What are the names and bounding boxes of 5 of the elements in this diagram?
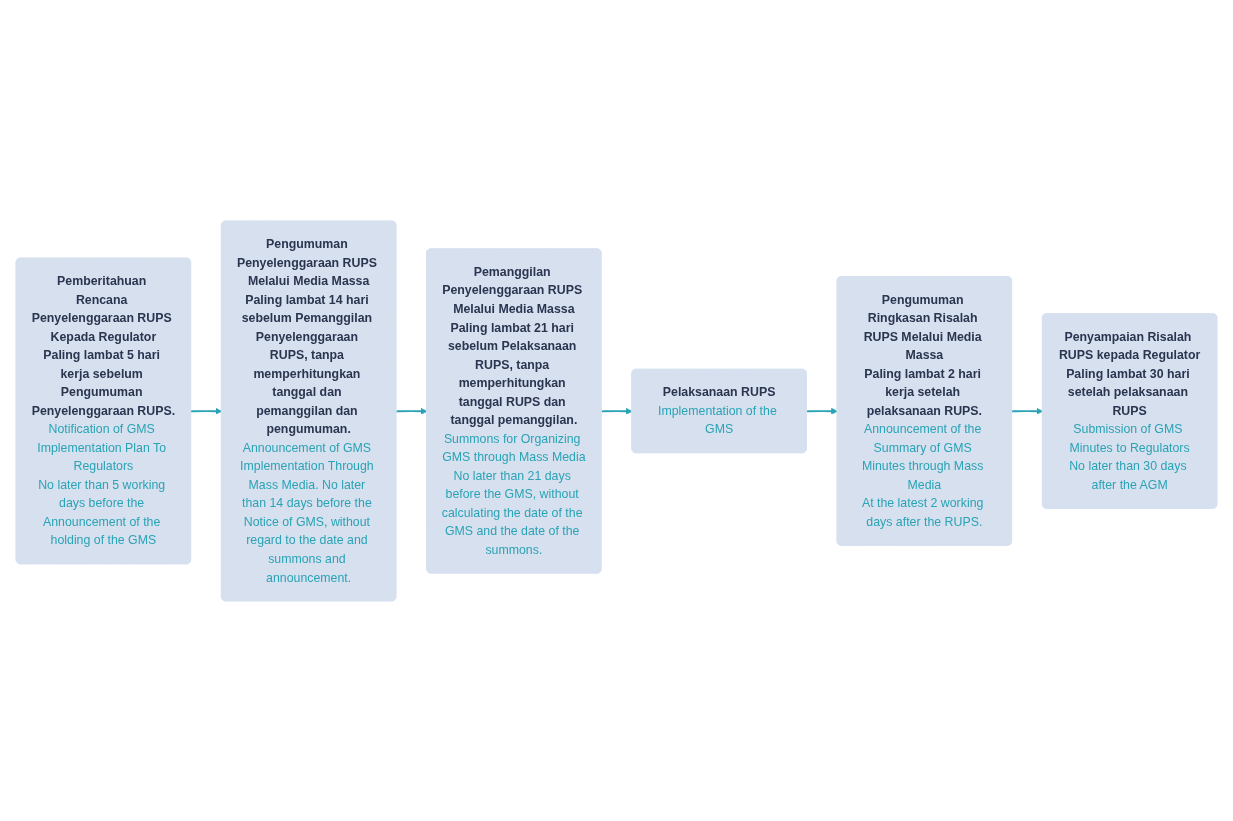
arrow: [395, 407, 428, 415]
arrow: [600, 407, 633, 415]
arrow: [805, 407, 838, 415]
arrow: [190, 407, 223, 415]
arrow: [1010, 407, 1044, 415]
